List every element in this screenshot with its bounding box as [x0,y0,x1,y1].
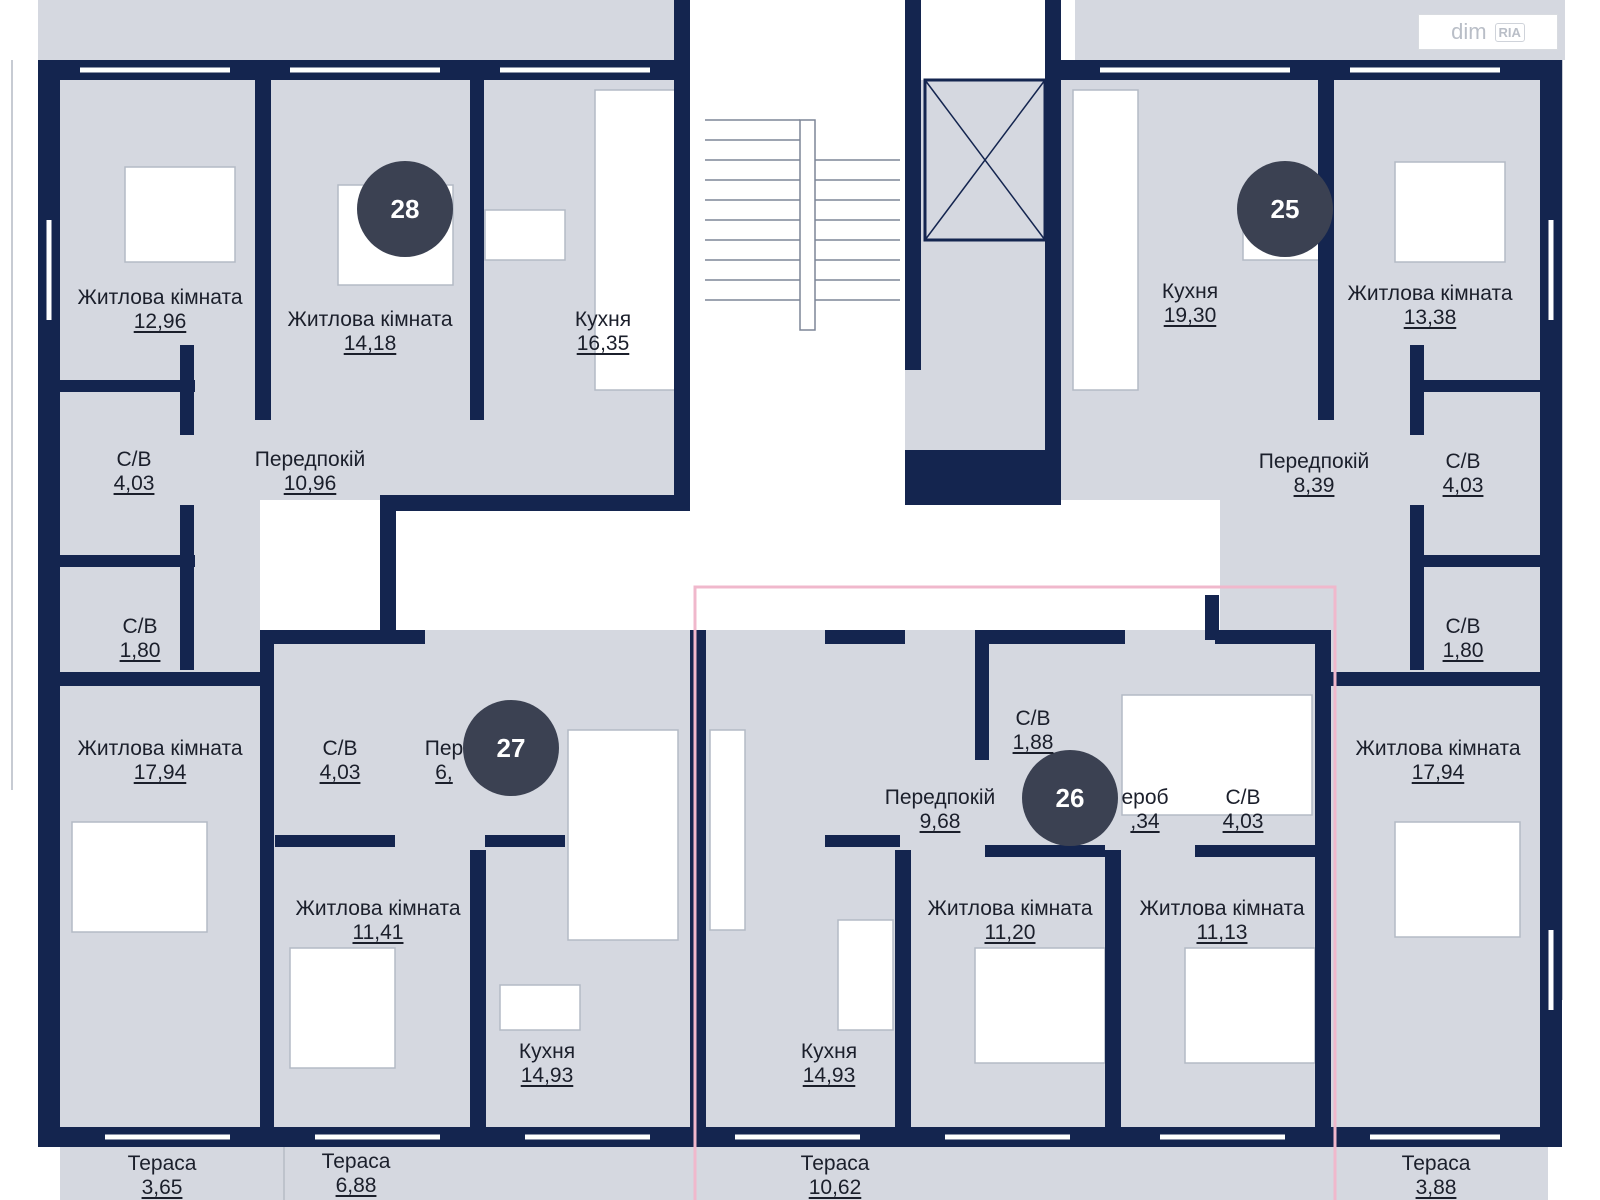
dim-ria-logo: dim RIA [1418,14,1558,50]
room-area: 1,80 [1442,638,1484,662]
stairs [705,119,900,331]
room-name: Пер [424,737,464,760]
logo-badge: RIA [1494,22,1525,42]
apartment-28-badge[interactable]: 28 [357,161,453,257]
room-area: 10,96 [283,471,337,495]
room-area: 11,13 [1196,920,1248,944]
room-area: 11,20 [984,920,1036,944]
room-area: 6,88 [335,1173,377,1197]
room-area: 12,96 [133,309,187,333]
room-label: ероб,34 [1121,786,1168,833]
room-name: С/В [1015,707,1051,730]
room-name: Передпокій [1258,450,1370,473]
room-name: С/В [1225,786,1261,809]
room-area: 13,38 [1403,305,1457,329]
room-name: Житлова кімната [287,308,453,331]
room-area: 11,41 [352,920,404,944]
windows [46,67,1554,1140]
room-area: 14,18 [343,331,397,355]
apartment-27-badge[interactable]: 27 [463,700,559,796]
room-area: ,34 [1130,809,1160,833]
room-area: 19,30 [1163,303,1217,327]
room-name: Житлова кімната [77,737,243,760]
room-name: Кухня [518,1040,576,1063]
room-area: 1,88 [1012,730,1054,754]
room-name: Тераса [1401,1152,1471,1175]
room-name: Житлова кімната [295,897,461,920]
room-area: 17,94 [1411,760,1465,784]
room-name: Житлова кімната [77,286,243,309]
room-area: 16,35 [576,331,630,355]
room-name: С/В [1445,615,1481,638]
room-name: Кухня [1161,280,1219,303]
room-area: 1,80 [119,638,161,662]
room-area: 14,93 [520,1063,574,1087]
terrace-strip-bottom [60,1147,1548,1200]
apartment-26-highlight [693,585,1337,1200]
room-name: Кухня [574,308,632,331]
room-area: 17,94 [133,760,187,784]
room-name: С/В [116,448,152,471]
room-area: 4,03 [113,471,155,495]
room-name: Тераса [321,1150,391,1173]
room-name: Житлова кімната [1139,897,1305,920]
room-area: 4,03 [1222,809,1264,833]
room-name: Тераса [800,1152,870,1175]
terrace-strip-top-left [38,0,674,60]
room-name: Кухня [800,1040,858,1063]
room-area: 9,68 [919,809,961,833]
room-area: 3,65 [141,1175,183,1199]
room-area: 10,62 [808,1175,862,1199]
room-area: 8,39 [1293,473,1335,497]
room-name: Житлова кімната [1347,282,1513,305]
room-area: 4,03 [1442,473,1484,497]
room-name: Тераса [127,1152,197,1175]
room-name: Передпокій [884,786,996,809]
room-area: 6, [435,760,453,784]
apartment-25-badge[interactable]: 25 [1237,161,1333,257]
room-area: 3,88 [1415,1175,1457,1199]
room-name: С/В [122,615,158,638]
room-area: 4,03 [319,760,361,784]
room-name: С/В [1445,450,1481,473]
room-name: Житлова кімната [927,897,1093,920]
walls [38,0,1562,1147]
furniture [71,89,1521,1069]
room-name: С/В [322,737,358,760]
logo-text: dim [1451,19,1487,44]
room-name: Житлова кімната [1355,737,1521,760]
room-name: Передпокій [254,448,366,471]
room-area: 14,93 [802,1063,856,1087]
room-name: ероб [1121,786,1169,809]
apartment-26-badge[interactable]: 26 [1022,750,1118,846]
